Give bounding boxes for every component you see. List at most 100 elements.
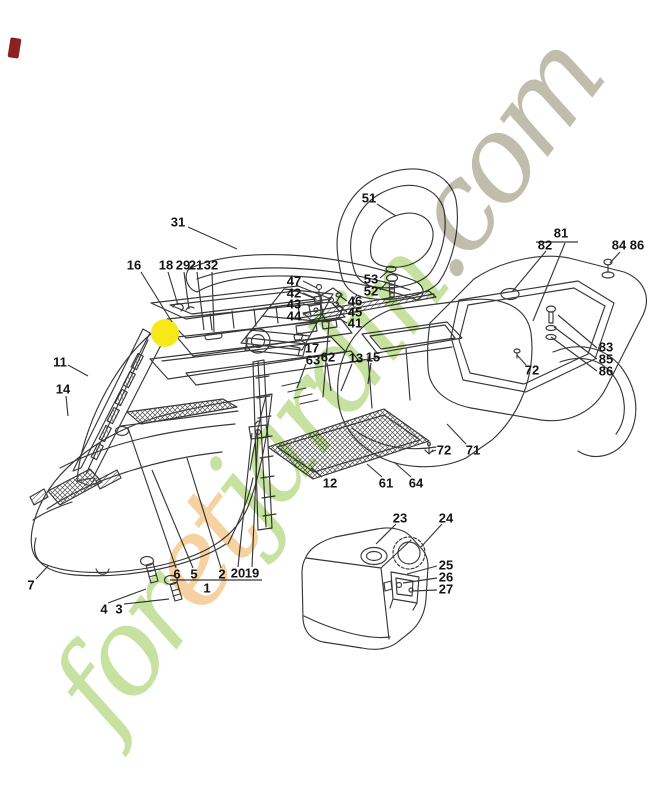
leader-line — [335, 316, 348, 324]
leader-line — [420, 523, 443, 548]
part-label-27: 27 — [438, 581, 454, 597]
leader-line — [402, 577, 438, 584]
part-label-61: 61 — [378, 475, 394, 491]
leader-line — [237, 432, 253, 568]
part-label-71: 71 — [465, 442, 481, 458]
part-label-19: 19 — [244, 565, 260, 581]
part-label-63: 63 — [305, 352, 321, 368]
leader-line — [430, 449, 437, 453]
leader-line — [183, 271, 190, 310]
leader-line — [167, 271, 179, 306]
part-label-17: 17 — [304, 340, 320, 356]
part-label-52: 52 — [363, 283, 379, 299]
leader-line — [298, 338, 306, 344]
part-label-83: 83 — [598, 339, 614, 355]
part-label-20: 20 — [230, 565, 246, 581]
part-label-24: 24 — [438, 510, 454, 526]
part-label-82: 82 — [537, 237, 553, 253]
part-label-72: 72 — [524, 362, 540, 378]
leader-line — [140, 271, 173, 323]
leader-line — [196, 271, 205, 331]
part-label-51: 51 — [361, 190, 377, 206]
leader-line — [302, 303, 313, 307]
part-label-84: 84 — [611, 237, 627, 253]
hood — [29, 393, 273, 577]
part-label-85: 85 — [598, 351, 614, 367]
leader-line — [406, 565, 438, 575]
part-label-23: 23 — [392, 510, 408, 526]
leader-line — [337, 304, 348, 313]
leader-line — [609, 251, 621, 264]
leader-line — [107, 588, 147, 604]
part-label-21: 21 — [188, 257, 204, 273]
part-label-31: 31 — [170, 214, 186, 230]
leader-line — [35, 565, 49, 580]
part-label-5: 5 — [190, 566, 198, 582]
part-label-44: 44 — [286, 308, 302, 324]
rear-engine-cover — [427, 255, 647, 422]
leader-line — [302, 310, 312, 316]
leader-line — [326, 362, 332, 392]
leader-line — [65, 395, 69, 417]
part-label-1: 1 — [203, 580, 211, 596]
fuel-tank — [301, 527, 429, 650]
part-label-47: 47 — [286, 273, 302, 289]
part-label-6: 6 — [173, 566, 181, 582]
leader-line — [310, 467, 323, 478]
leader-line — [151, 469, 194, 569]
part-label-25: 25 — [438, 557, 454, 573]
leader-line — [296, 363, 307, 389]
leader-line — [367, 362, 372, 385]
leader-line — [302, 292, 316, 299]
leader-line — [127, 427, 177, 569]
part-label-42: 42 — [286, 285, 302, 301]
leader-line — [376, 203, 397, 217]
part-label-32: 32 — [203, 257, 219, 273]
part-label-45: 45 — [347, 304, 363, 320]
leader-line — [366, 463, 383, 478]
leader-line — [446, 423, 467, 445]
part-label-53: 53 — [363, 271, 379, 287]
part-label-12: 12 — [322, 475, 338, 491]
hood-screw-parts — [139, 555, 183, 602]
highlight-circle — [151, 319, 179, 347]
leader-line — [511, 250, 547, 293]
part-label-26: 26 — [438, 569, 454, 585]
leader-line — [211, 271, 215, 333]
leader-line — [516, 354, 527, 366]
part-label-41: 41 — [347, 315, 363, 331]
leader-line — [187, 226, 238, 250]
part-label-11: 11 — [53, 354, 67, 370]
part-label-86: 86 — [629, 237, 645, 253]
part-label-15: 15 — [365, 349, 381, 365]
leader-line — [553, 326, 598, 360]
part-label-43: 43 — [286, 296, 302, 312]
leader-line — [251, 429, 259, 568]
leader-line — [557, 314, 598, 349]
part-label-14: 14 — [55, 381, 71, 397]
part-label-72: 72 — [436, 442, 452, 458]
part-label-64: 64 — [408, 475, 424, 491]
part-label-16: 16 — [126, 257, 142, 273]
leader-line — [67, 364, 89, 377]
leader-line — [379, 281, 388, 291]
part-label-18: 18 — [158, 257, 174, 273]
leader-line — [186, 457, 222, 569]
part-label-7: 7 — [27, 577, 35, 593]
leader-line — [375, 523, 397, 545]
part-label-86: 86 — [598, 363, 614, 379]
small-hardware-parts — [172, 283, 434, 455]
leader-line — [393, 461, 412, 478]
leader-line — [339, 295, 348, 302]
part-label-13: 13 — [348, 350, 364, 366]
part-label-29: 29 — [175, 257, 191, 273]
leader-line — [379, 270, 389, 279]
leader-line — [123, 598, 170, 605]
part-label-3: 3 — [115, 601, 123, 617]
part-label-4: 4 — [100, 601, 108, 617]
leader-line — [550, 336, 598, 372]
footrest-mat — [267, 408, 430, 480]
